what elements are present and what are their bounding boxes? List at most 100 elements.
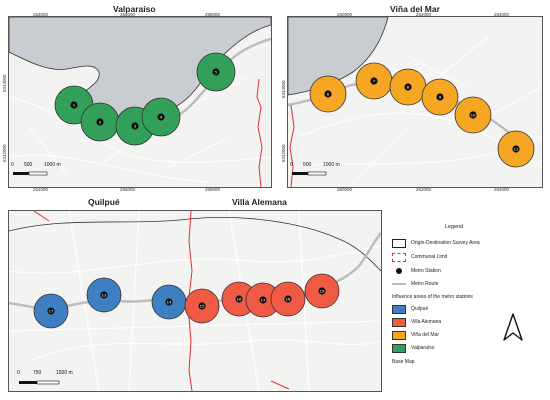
scale-bar-vina <box>292 171 327 176</box>
line-symbol <box>392 280 406 289</box>
map-canvas-valparaiso: 1 2 3 4 5 <box>9 17 271 187</box>
x-tick: 256000 <box>120 187 136 192</box>
metro-station-marker[interactable] <box>370 77 378 85</box>
dashed-box-symbol <box>392 252 406 262</box>
station-number: 3 <box>134 123 137 128</box>
metro-station-marker[interactable] <box>100 291 108 299</box>
x-tick: 260000 <box>337 187 353 192</box>
x-tick: 254000 <box>33 187 49 192</box>
legend-item-metro-route: Metro Route <box>392 279 439 289</box>
x-tick: 256000 <box>120 12 136 17</box>
y-tick: 6344000 <box>281 80 286 98</box>
sea-area <box>288 17 389 96</box>
x-tick: 264000 <box>494 12 510 17</box>
metro-station-marker[interactable] <box>469 111 477 119</box>
scale-end: 1500 m <box>56 370 73 376</box>
metro-station-marker[interactable] <box>212 68 220 76</box>
legend-item-vina-del-mar: Viña del Mar <box>392 330 439 340</box>
y-tick: 6342000 <box>2 144 7 162</box>
metro-station-marker[interactable] <box>96 118 104 126</box>
metro-station-marker[interactable] <box>318 287 326 295</box>
legend-influence-title: Influence areas of the metro stations <box>392 294 473 300</box>
y-tick: 6344000 <box>2 74 7 92</box>
swatch-quilpue <box>392 304 406 314</box>
map-panel-valparaiso[interactable]: 1 2 3 4 5 0 500 1000 m <box>8 16 272 188</box>
station-number: 6 <box>327 91 330 96</box>
station-number: 5 <box>215 69 218 74</box>
scale-bar-bottom <box>19 380 60 385</box>
swatch-villa-alemana <box>392 317 406 327</box>
map-panel-quilpue-villa-alemana[interactable]: 17 13 14 15 16 17 18 19 0 750 1500 m <box>8 210 382 392</box>
x-tick: 258000 <box>205 12 221 17</box>
station-number: 2 <box>99 119 102 124</box>
scale-0: 0 <box>17 370 20 376</box>
communal-limit <box>256 78 263 187</box>
station-number: 14 <box>167 299 172 304</box>
legend-item-villa-alemana: Villa Alemana <box>392 317 441 327</box>
north-arrow-icon <box>503 313 523 341</box>
legend-item-quilpue: Quilpué <box>392 304 428 314</box>
metro-station-marker[interactable] <box>70 101 78 109</box>
metro-station-marker[interactable] <box>436 93 444 101</box>
scale-mid: 750 <box>33 370 42 376</box>
title-villa-alemana: Villa Alemana <box>232 197 287 207</box>
scale-0: 0 <box>11 162 14 168</box>
station-number: 15 <box>200 303 205 308</box>
dot-symbol <box>392 267 406 276</box>
x-tick: 262000 <box>416 12 432 17</box>
x-tick: 254000 <box>33 12 49 17</box>
communal-limit <box>33 211 50 222</box>
scale-0: 0 <box>290 162 293 168</box>
x-tick: 262000 <box>416 187 432 192</box>
x-tick: 260000 <box>337 12 353 17</box>
station-number: 13 <box>102 292 107 297</box>
legend-item-valparaiso: Valparaíso <box>392 343 435 353</box>
metro-station-marker[interactable] <box>324 90 332 98</box>
legend-item-survey-area: Origin-Destination Survey Area <box>392 238 480 248</box>
title-quilpue: Quilpué <box>88 197 120 207</box>
scale-end: 1000 m <box>323 162 340 168</box>
scale-mid: 500 <box>303 162 312 168</box>
swatch-valparaiso <box>392 343 406 353</box>
station-number: 17 <box>49 308 54 313</box>
metro-station-marker[interactable] <box>284 295 292 303</box>
scale-bar-valparaiso <box>13 171 48 176</box>
legend: Legend Origin-Destination Survey Area Co… <box>384 214 550 394</box>
legend-item-communal-limit: Communal Limit <box>392 252 447 262</box>
station-number: 9 <box>439 94 442 99</box>
metro-station-marker[interactable] <box>131 122 139 130</box>
metro-station-marker[interactable] <box>259 296 267 304</box>
metro-station-marker[interactable] <box>47 307 55 315</box>
legend-base-map: Base Map <box>392 359 415 365</box>
x-tick: 264000 <box>494 187 510 192</box>
station-number: 19 <box>320 288 325 293</box>
station-number: 17 <box>261 297 266 302</box>
box-symbol <box>392 238 406 248</box>
station-number: 8 <box>407 84 410 89</box>
x-tick: 258000 <box>205 187 221 192</box>
scale-end: 1000 m <box>44 162 61 168</box>
scale-mid: 500 <box>24 162 33 168</box>
map-canvas-bottom: 17 13 14 15 16 17 18 19 <box>9 211 381 391</box>
metro-station-marker[interactable] <box>198 302 206 310</box>
communal-limit <box>270 380 290 390</box>
survey-area-boundary <box>9 217 381 272</box>
title-valparaiso: Valparaíso <box>113 4 156 14</box>
station-number: 1 <box>73 102 76 107</box>
metro-station-marker[interactable] <box>157 113 165 121</box>
legend-title: Legend <box>444 224 464 230</box>
station-number: 18 <box>286 296 291 301</box>
metro-station-marker[interactable] <box>512 145 520 153</box>
swatch-vina-del-mar <box>392 330 406 340</box>
station-number: 11 <box>514 146 519 151</box>
metro-station-marker[interactable] <box>165 298 173 306</box>
metro-station-marker[interactable] <box>404 83 412 91</box>
y-tick: 6342000 <box>281 144 286 162</box>
station-number: 10 <box>471 112 476 117</box>
station-number: 16 <box>237 296 242 301</box>
legend-item-metro-station: Metro Station <box>392 266 441 276</box>
metro-station-marker[interactable] <box>235 295 243 303</box>
title-vina-del-mar: Viña del Mar <box>390 4 440 14</box>
station-number: 4 <box>160 114 163 119</box>
